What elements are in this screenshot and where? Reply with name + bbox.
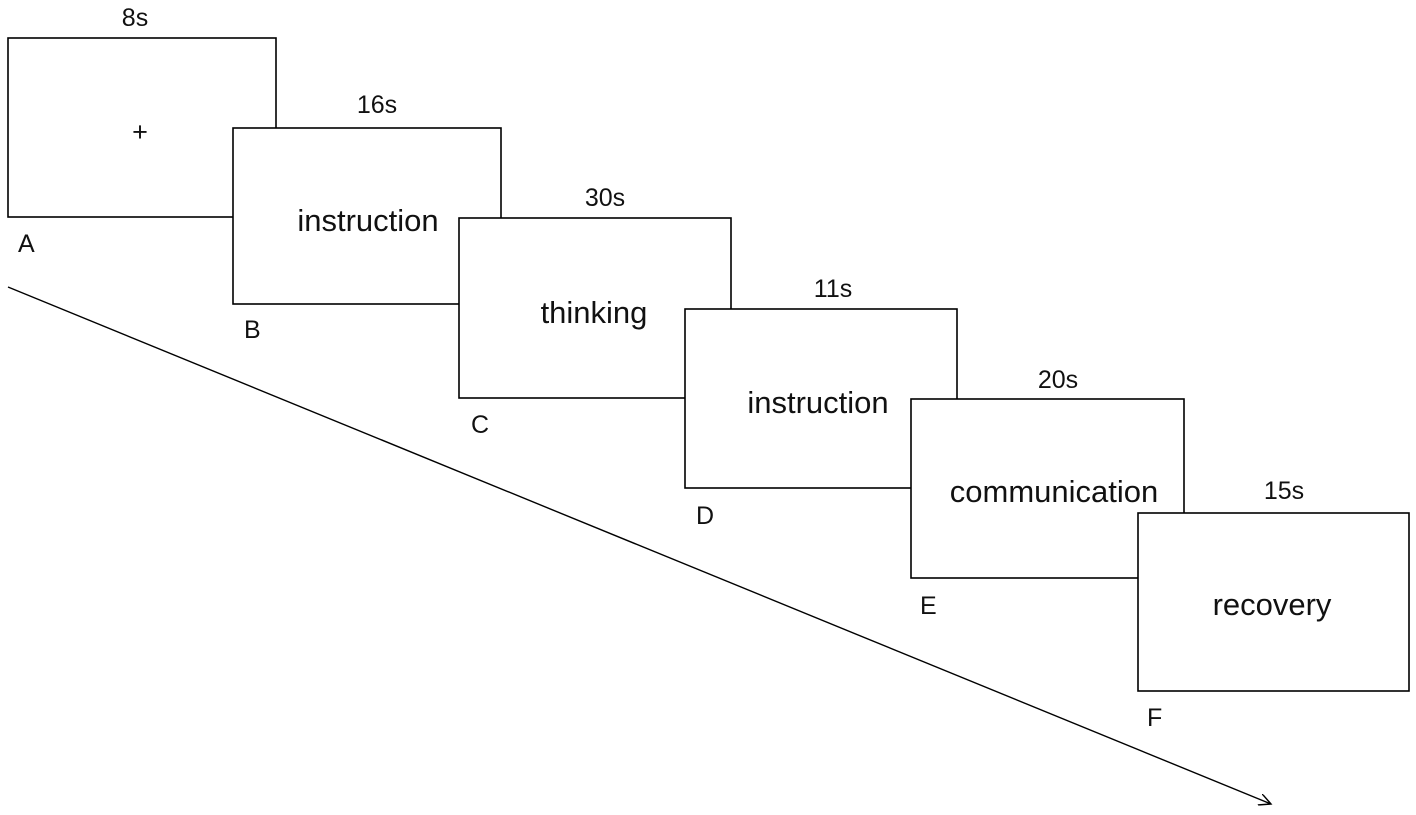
panel-d-duration: 11s bbox=[814, 275, 852, 303]
panel-b-frame bbox=[232, 127, 502, 305]
panel-c-duration: 30s bbox=[585, 184, 625, 212]
panel-a-frame bbox=[7, 37, 277, 218]
panel-e-content: communication bbox=[950, 474, 1158, 509]
panel-a-duration: 8s bbox=[122, 4, 148, 32]
panel-d-letter: D bbox=[696, 502, 714, 530]
panel-e-letter: E bbox=[920, 592, 937, 620]
panel-f-frame bbox=[1137, 512, 1410, 692]
panel-c-content: thinking bbox=[541, 295, 648, 330]
panel-b: instruction 16s B bbox=[232, 91, 502, 344]
panel-a: + 8s A bbox=[7, 4, 277, 258]
panel-e-duration: 20s bbox=[1038, 366, 1078, 394]
panel-a-fixation-cross: + bbox=[132, 117, 148, 147]
panel-b-duration: 16s bbox=[357, 91, 397, 119]
panel-f-content: recovery bbox=[1213, 587, 1332, 622]
panel-d-content: instruction bbox=[747, 385, 888, 420]
panel-f-letter: F bbox=[1147, 704, 1162, 732]
panel-b-content: instruction bbox=[297, 203, 438, 238]
time-arrow bbox=[7, 286, 1271, 804]
panel-b-letter: B bbox=[244, 316, 261, 344]
panel-c-letter: C bbox=[471, 411, 489, 439]
panel-a-letter: A bbox=[18, 230, 35, 258]
panel-f-duration: 15s bbox=[1264, 477, 1304, 505]
panel-f: recovery 15s F bbox=[1137, 477, 1410, 732]
